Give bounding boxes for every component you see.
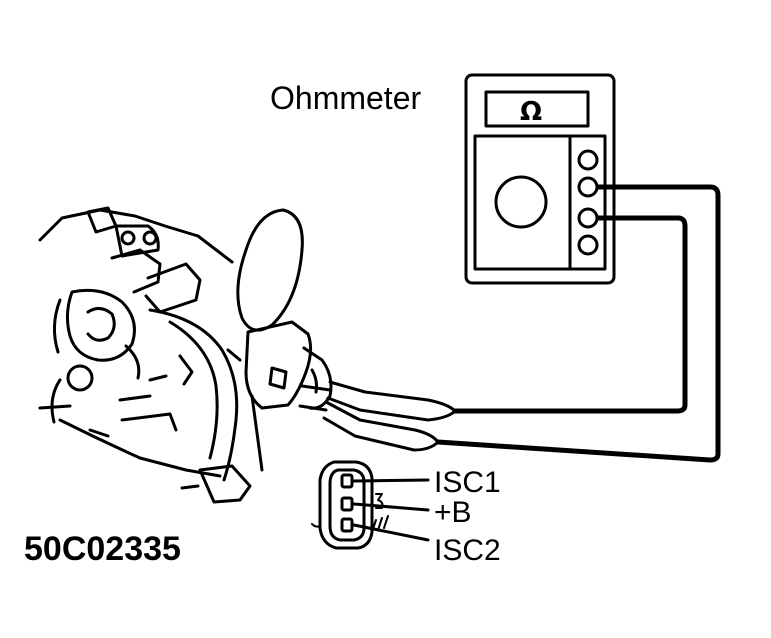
pin-label-isc1: ISC1 — [434, 466, 501, 499]
ohmmeter-icon — [464, 73, 616, 285]
pin-isc1 — [340, 473, 354, 489]
meter-jack — [577, 176, 599, 198]
ohm-symbol: Ω — [520, 97, 543, 127]
pin-label-isc2: ISC2 — [434, 534, 501, 567]
test-lead-wires — [435, 184, 721, 463]
test-probe-icon — [298, 380, 457, 452]
meter-display — [484, 90, 590, 128]
meter-dial — [494, 175, 548, 229]
isc-valve-icon — [236, 208, 333, 410]
pin-b — [340, 496, 354, 512]
connector-icon — [311, 460, 430, 550]
throttle-body-icon — [38, 206, 264, 504]
pin-isc2 — [340, 517, 354, 533]
meter-jack — [577, 149, 599, 171]
pin-label-b: +B — [434, 496, 472, 529]
meter-jack — [577, 207, 599, 229]
meter-jack — [577, 234, 599, 256]
figure-code: 50C02335 — [24, 530, 181, 568]
meter-panel — [473, 134, 607, 271]
ohmmeter-label: Ohmmeter — [270, 80, 422, 116]
